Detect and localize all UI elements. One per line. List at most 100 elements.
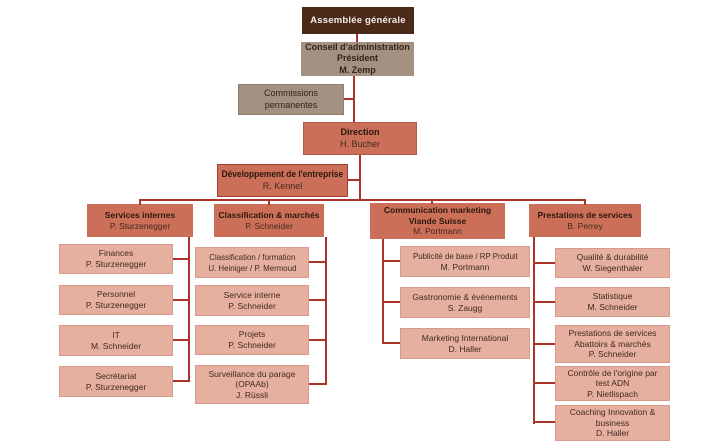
- node-person: P. Sturzenegger: [109, 220, 171, 231]
- node-title: Communication marketing: [383, 205, 492, 216]
- node-title: Publicité de base / RP Produit: [412, 250, 518, 261]
- node-developpement-entreprise: Développement de l'entreprise R. Kennel: [217, 164, 348, 197]
- node-title: Gastronomie & événements: [412, 291, 518, 302]
- connector: [533, 262, 555, 264]
- node-person: M. Zemp: [339, 64, 376, 75]
- connector: [533, 301, 555, 303]
- node-surveillance-parage: Surveillance du parage (OPAAb) J. Rüssli: [195, 365, 309, 404]
- node-person: P. Sturzenegger: [85, 381, 147, 392]
- node-person: R. Kennel: [262, 180, 303, 191]
- node-subtitle: Viande Suisse: [408, 215, 467, 226]
- node-title: Conseil d'administration: [305, 42, 410, 53]
- node-title: Marketing International: [421, 332, 509, 343]
- node-direction: Direction H. Bucher: [303, 122, 417, 155]
- node-conseil-administration: Conseil d'administration Président M. Ze…: [301, 42, 414, 76]
- node-service-interne: Service interne P. Schneider: [195, 285, 309, 316]
- node-title: Prestations de services: [568, 328, 657, 339]
- node-coaching-innovation-business: Coaching Innovation & business D. Haller: [555, 405, 670, 441]
- connector: [533, 382, 555, 384]
- node-title: Prestations de services: [537, 209, 633, 220]
- connector: [382, 239, 384, 344]
- node-title: Finances: [98, 248, 134, 259]
- node-title: Statistique: [592, 291, 633, 302]
- connector: [356, 34, 358, 42]
- connector: [533, 421, 555, 423]
- node-subtitle: Abattoirs & marchés: [574, 338, 651, 349]
- node-subtitle: permanentes: [264, 99, 318, 110]
- node-title: Qualité & durabilité: [576, 252, 649, 263]
- connector: [344, 98, 355, 100]
- node-assemblee-generale: Assemblée générale: [302, 7, 414, 34]
- connector: [382, 301, 400, 303]
- node-prestations-abattoirs-marches: Prestations de services Abattoirs & marc…: [555, 325, 670, 363]
- node-title: Surveillance du parage: [208, 368, 296, 379]
- connector: [309, 261, 325, 263]
- node-secretariat: Secrétariat P. Sturzenegger: [59, 366, 173, 397]
- node-gastronomie-evenements: Gastronomie & événements S. Zaugg: [400, 287, 530, 318]
- node-title: Direction: [340, 127, 380, 138]
- connector: [173, 258, 188, 260]
- node-subtitle: test ADN: [595, 378, 630, 389]
- node-qualite-durabilite: Qualité & durabilité W. Siegenthaler: [555, 248, 670, 278]
- connector: [268, 199, 270, 205]
- node-person: W. Siegenthaler: [582, 263, 643, 273]
- node-title: Service interne: [223, 289, 281, 300]
- node-title: Personnel: [96, 289, 136, 300]
- node-person: J. Rüssli: [235, 389, 269, 400]
- connector: [309, 339, 325, 341]
- connector: [533, 237, 535, 424]
- node-person: M. Portmann: [413, 226, 462, 237]
- node-title: Contrôle de l'origine par: [567, 367, 658, 378]
- connector: [188, 237, 190, 382]
- node-projets: Projets P. Schneider: [195, 325, 309, 355]
- connector: [173, 339, 188, 341]
- node-controle-origine-adn: Contrôle de l'origine par test ADN P. Ni…: [555, 366, 670, 401]
- connector: [139, 199, 141, 205]
- node-person: D. Haller: [448, 343, 482, 354]
- connector: [348, 179, 361, 181]
- connector: [533, 343, 555, 345]
- node-marketing-international: Marketing International D. Haller: [400, 328, 530, 359]
- connector: [173, 299, 188, 301]
- connector: [309, 383, 325, 385]
- connector: [139, 199, 586, 201]
- node-person: U. Heiniger / P. Mermoud: [207, 262, 297, 273]
- node-classification-marches: Classification & marchés P. Schneider: [214, 204, 324, 237]
- node-subtitle: business: [595, 417, 630, 428]
- node-title: Assemblée générale: [310, 14, 406, 26]
- node-classification-formation: Classification / formation U. Heiniger /…: [195, 247, 309, 278]
- node-publicite-base-rp: Publicité de base / RP Produit M. Portma…: [400, 246, 530, 277]
- node-title: Secrétariat: [95, 370, 137, 381]
- node-it: IT M. Schneider: [59, 325, 173, 356]
- node-person: D. Haller: [595, 428, 630, 439]
- connector: [325, 237, 327, 385]
- node-title: Développement de l'entreprise: [221, 169, 344, 180]
- connector: [382, 342, 400, 344]
- node-title: Projets: [238, 329, 266, 340]
- connector: [584, 199, 586, 205]
- connector: [431, 199, 433, 204]
- connector: [359, 155, 361, 201]
- node-person: H. Bucher: [339, 138, 381, 149]
- node-person: B. Perrey: [567, 220, 603, 231]
- connector: [382, 260, 400, 262]
- node-person: P. Sturzenegger: [85, 259, 147, 269]
- connector: [173, 380, 188, 382]
- node-person: M. Portmann: [440, 261, 490, 272]
- node-statistique: Statistique M. Schneider: [555, 287, 670, 317]
- node-title: Coaching Innovation &: [569, 407, 656, 418]
- node-title: Commissions: [263, 88, 318, 99]
- node-commissions-permanentes: Commissions permanentes: [238, 84, 344, 115]
- node-person: P. Sturzenegger: [85, 300, 147, 310]
- node-person: P. Schneider: [245, 220, 293, 231]
- node-personnel: Personnel P. Sturzenegger: [59, 285, 173, 315]
- node-person: P. Nietlispach: [587, 388, 638, 399]
- node-person: S. Zaugg: [447, 302, 483, 313]
- node-title: Classification & marchés: [218, 209, 320, 220]
- connector: [309, 299, 325, 301]
- node-person: M. Schneider: [90, 340, 142, 351]
- node-subtitle: Président: [336, 53, 378, 64]
- node-person: P. Schneider: [228, 300, 276, 311]
- node-title: IT: [112, 329, 120, 340]
